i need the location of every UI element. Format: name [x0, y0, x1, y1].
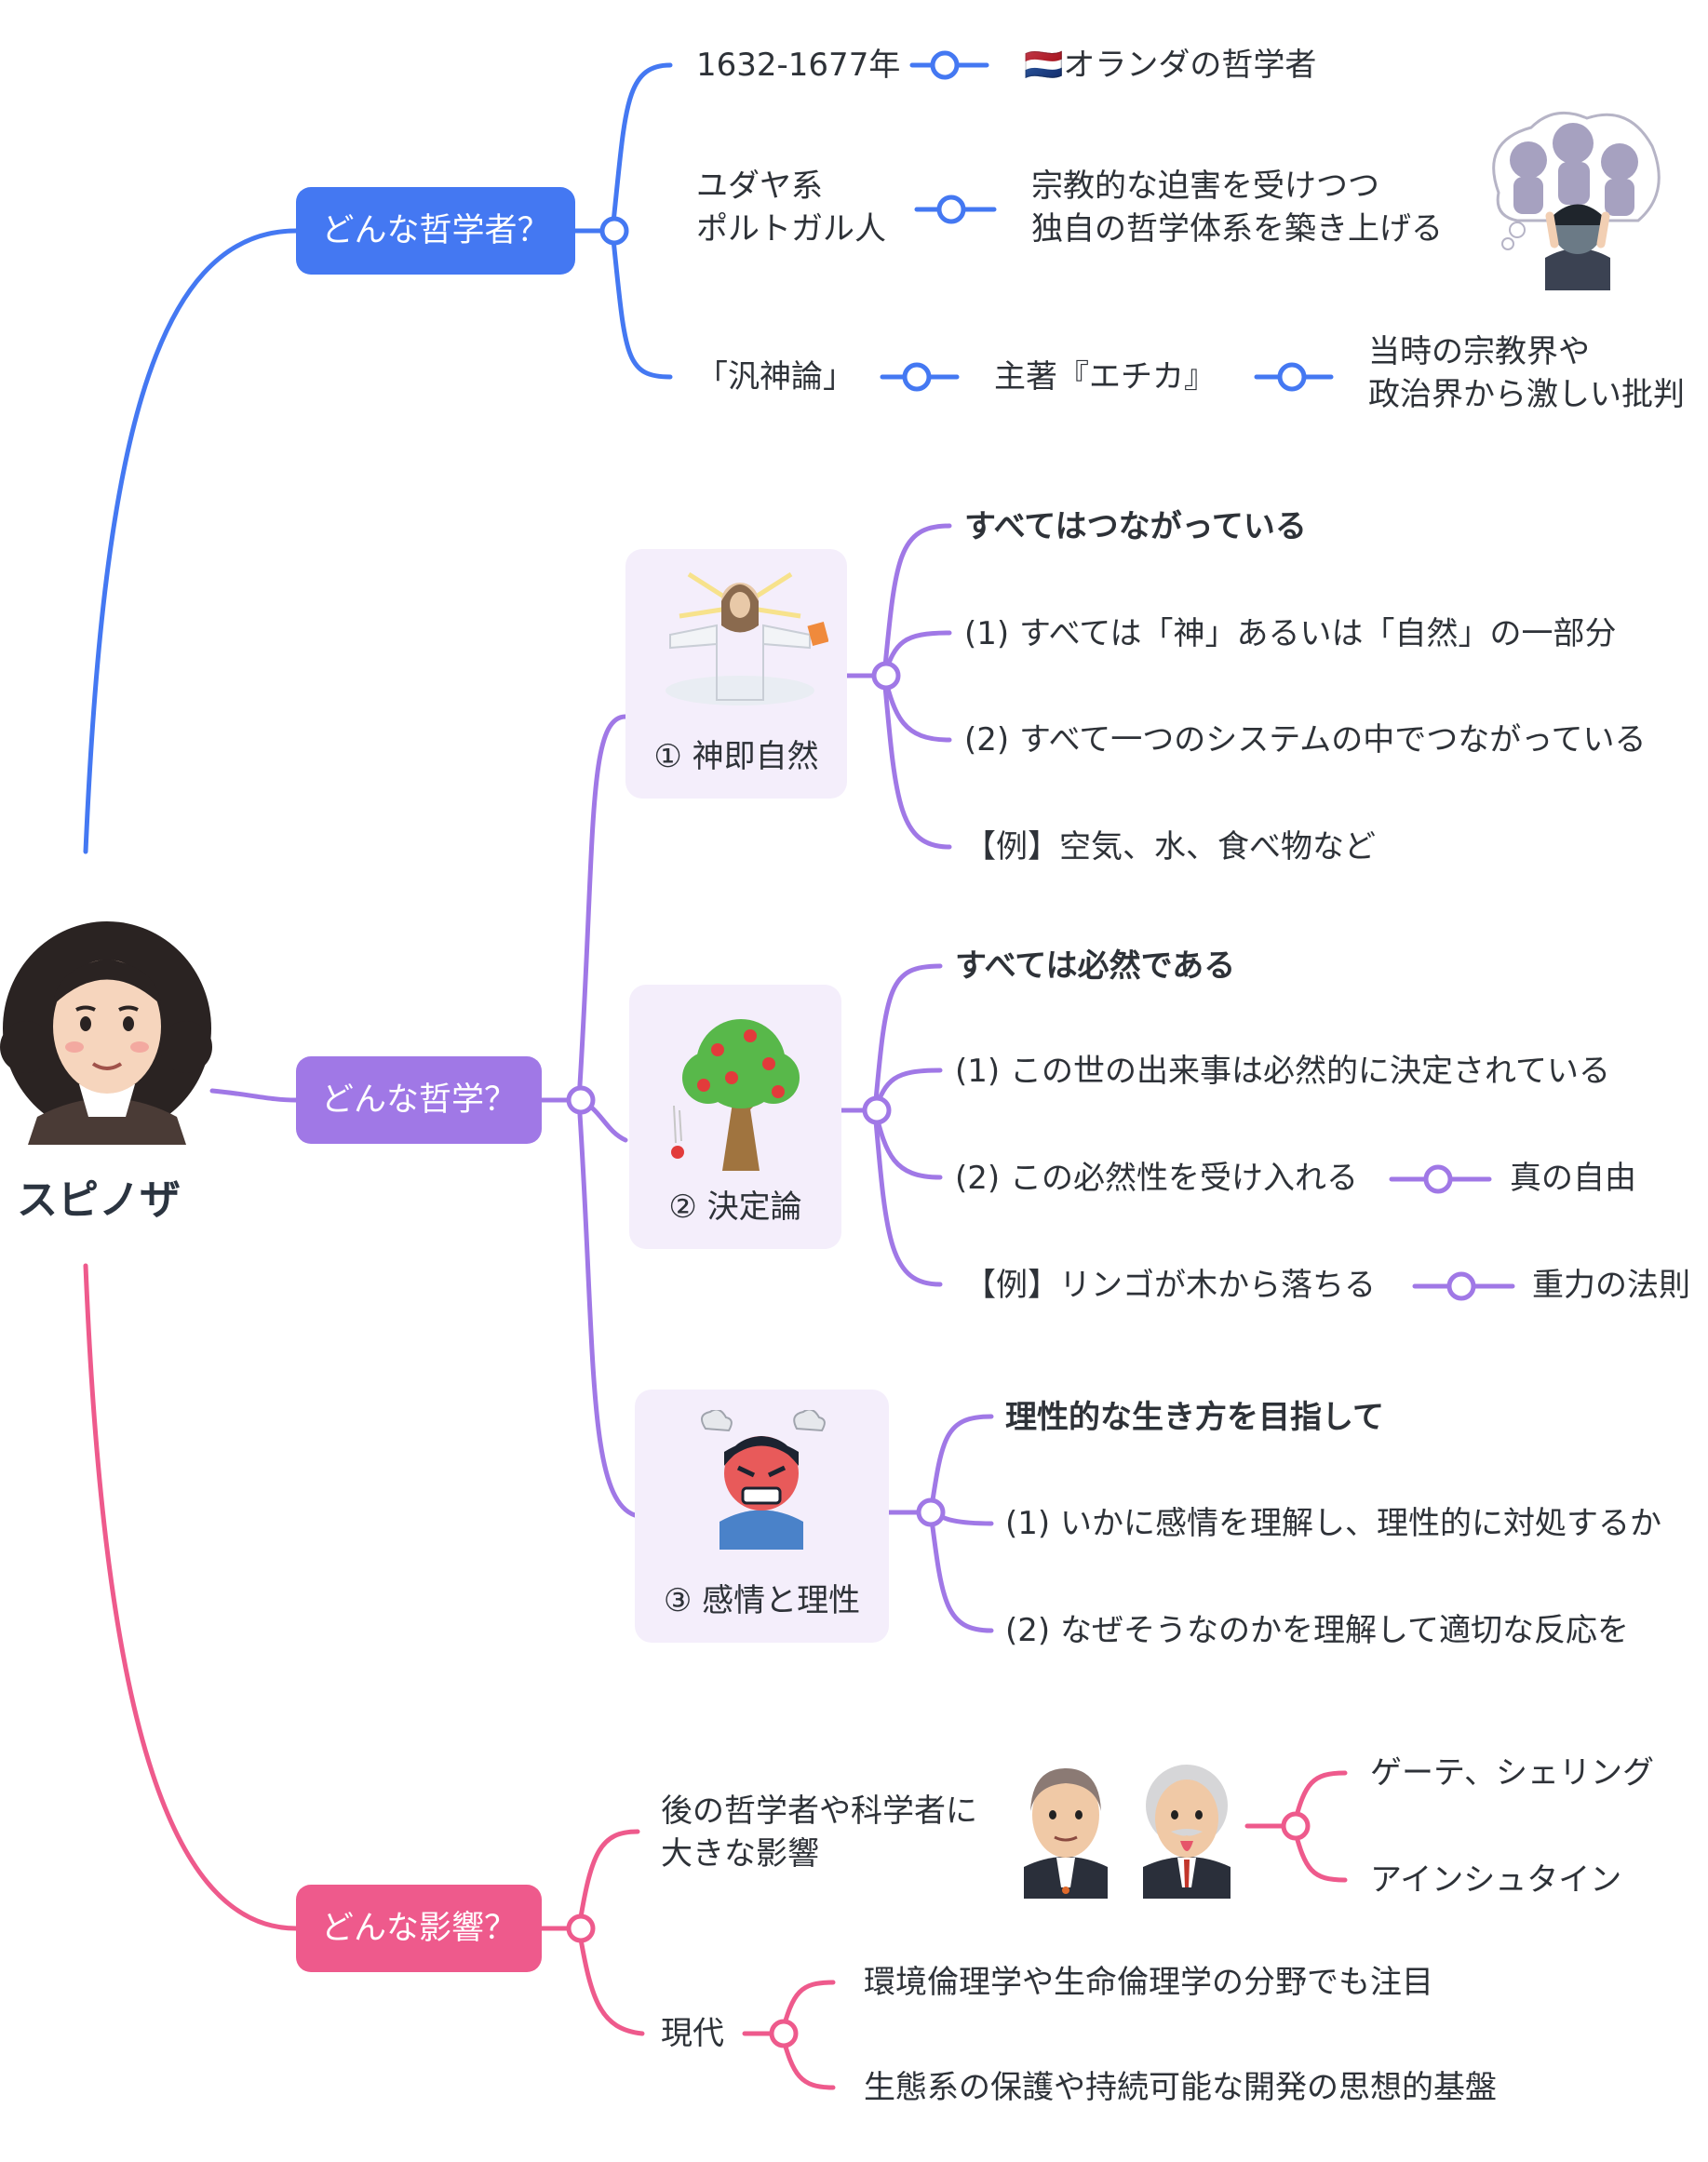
card-emotion-reason[interactable]: ③ 感情と理性: [635, 1390, 889, 1643]
later-influence-1: 後の哲学者や科学者に: [661, 1793, 977, 1830]
modern-item-1: 環境倫理学や生命倫理学の分野でも注目: [864, 1964, 1433, 2001]
god-nature-point-2: (2) すべて一つのシステムの中でつながっている: [964, 721, 1647, 759]
god-nature-heading: すべてはつながっている: [964, 508, 1307, 545]
apple-tree-illustration: [671, 1019, 800, 1171]
life-years: 1632-1677年: [696, 47, 901, 84]
god-nature-point-1: (1) すべては「神」あるいは「自然」の一部分: [964, 615, 1617, 652]
emotion-point-2: (2) なぜそうなのかを理解して適切な反応を: [1005, 1612, 1629, 1649]
emotion-heading: 理性的な生き方を目指して: [1005, 1399, 1384, 1436]
persecution-illustration: [1492, 111, 1661, 290]
pantheism: 「汎神論」: [696, 358, 854, 396]
pink-nodes: [566, 1811, 1311, 2048]
emotion-point-1: (1) いかに感情を理解し、理性的に対処するか: [1005, 1505, 1661, 1542]
law-of-gravity: 重力の法則: [1532, 1267, 1690, 1304]
einstein-portrait: [1143, 1765, 1231, 1899]
root-label: スピノザ: [17, 1176, 181, 1224]
main-work-ethics: 主著『エチカ』: [994, 358, 1216, 396]
spinoza-portrait: [0, 921, 212, 1145]
card-emotion-reason-label: ③ 感情と理性: [663, 1582, 861, 1619]
criticism-1: 当時の宗教界や: [1368, 333, 1590, 370]
determinism-example: 【例】リンゴが木から落ちる: [964, 1267, 1376, 1304]
modern-item-2: 生態系の保護や持続可能な開発の思想的基盤: [864, 2069, 1497, 2106]
people-goethe-schelling: ゲーテ、シェリング: [1370, 1754, 1654, 1792]
later-influence-2: 大きな影響: [661, 1835, 819, 1873]
card-god-nature-label: ① 神即自然: [653, 738, 819, 775]
blue-nodes: [599, 50, 1307, 392]
purple-connectors: [209, 523, 1515, 1633]
determinism-point-2: (2) この必然性を受け入れる: [955, 1160, 1358, 1197]
branch-influence-pill[interactable]: どんな影響？: [296, 1885, 542, 1972]
determinism-point-1: (1) この世の出来事は必然的に決定されている: [955, 1053, 1610, 1090]
card-god-nature[interactable]: ① 神即自然: [625, 549, 847, 799]
modern-label: 現代: [661, 2015, 724, 2052]
origin-note-1: 宗教的な迫害を受けつつ: [1031, 168, 1379, 205]
purple-nodes: [566, 661, 1476, 1527]
card-determinism[interactable]: ② 決定論: [629, 985, 841, 1249]
god-nature-example: 【例】空気、水、食べ物など: [964, 828, 1376, 866]
angry-person-illustration: [701, 1410, 826, 1550]
goethe-portrait: [1024, 1768, 1108, 1899]
origin-note-2: 独自の哲学体系を築き上げる: [1031, 210, 1443, 248]
branch-who-pill[interactable]: どんな哲学者？: [296, 187, 575, 275]
people-einstein: アインシュタイン: [1370, 1861, 1622, 1899]
criticism-2: 政治界から激しい批判: [1368, 376, 1685, 413]
true-freedom: 真の自由: [1510, 1160, 1636, 1197]
origin-line-2: ポルトガル人: [696, 210, 886, 248]
branch-philosophy-pill[interactable]: どんな哲学？: [296, 1056, 542, 1144]
life-note: 🇳🇱オランダの哲学者: [1024, 47, 1317, 84]
card-determinism-label: ② 決定論: [668, 1188, 802, 1226]
god-illustration: [666, 571, 828, 705]
determinism-heading: すべては必然である: [955, 947, 1236, 985]
origin-line-1: ユダヤ系: [696, 168, 823, 205]
